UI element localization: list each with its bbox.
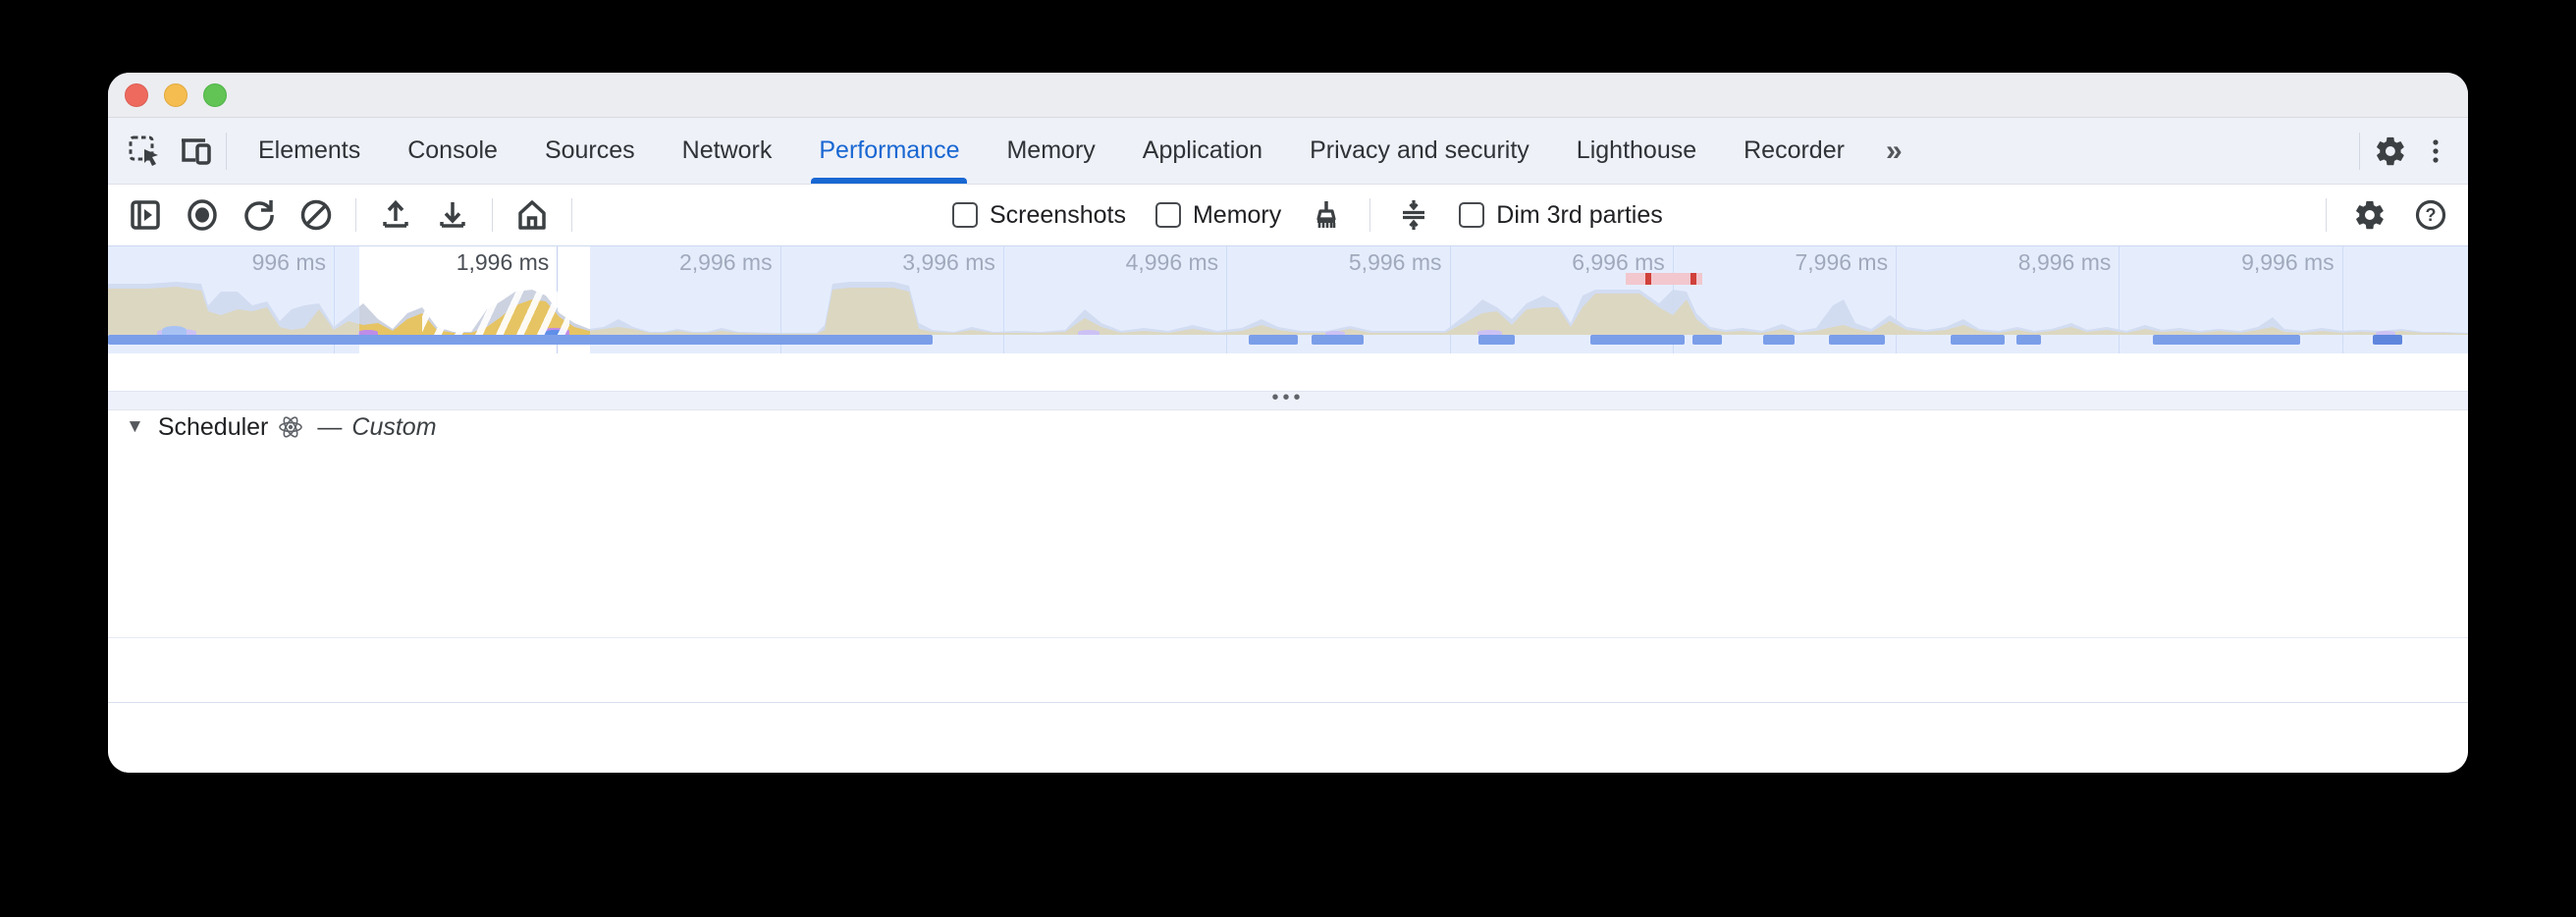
active-tab-underline [811, 178, 968, 184]
toolbar-middle-group: Screenshots Memory [944, 185, 1671, 245]
toggle-sidebar-icon[interactable] [122, 191, 169, 239]
collapse-arrow-icon[interactable]: ▼ [126, 416, 144, 437]
kebab-menu-icon[interactable] [2413, 128, 2458, 175]
network-activity-bar [2153, 335, 2300, 345]
record-icon[interactable] [179, 191, 226, 239]
cpu-rendering-bump [358, 330, 378, 335]
inspect-element-button[interactable] [122, 128, 167, 175]
help-icon[interactable]: ? [2407, 191, 2454, 239]
tab-label: Network [681, 136, 773, 164]
tab-label: Console [407, 136, 498, 164]
atom-icon [278, 414, 303, 440]
network-activity-bar [1763, 335, 1795, 345]
panel-resize-handle[interactable]: ••• [108, 387, 2468, 410]
dim-3rd-parties-checkbox[interactable] [1459, 202, 1485, 228]
memory-label: Memory [1192, 200, 1282, 229]
toolbar-separator [492, 198, 493, 232]
tab-application[interactable]: Application [1119, 118, 1286, 184]
tabbar-right-icons [2351, 118, 2458, 185]
network-activity-bar [1829, 335, 1885, 345]
close-window-button[interactable] [125, 83, 148, 107]
long-task-tick [1645, 273, 1651, 285]
tab-privacy-and-security[interactable]: Privacy and security [1286, 118, 1553, 184]
tabbar-right-separator [2359, 133, 2360, 170]
empty-footer-area [108, 704, 2468, 773]
toolbar-right-group: ? [2320, 185, 2454, 245]
collect-garbage-icon[interactable] [1303, 191, 1350, 239]
toolbar-separator [2326, 198, 2327, 232]
tab-label: Application [1142, 136, 1263, 164]
toolbar-separator [1369, 198, 1371, 232]
toolbar-left-group [122, 185, 578, 245]
screenshots-checkbox-group: Screenshots [952, 201, 1126, 230]
long-task-indicator [1626, 273, 1702, 285]
timeline-ruler [108, 353, 2468, 391]
record-and-reload-icon[interactable] [236, 191, 283, 239]
tab-label: Recorder [1744, 136, 1845, 164]
network-activity-bar-dark [2373, 335, 2402, 345]
zoom-window-button[interactable] [203, 83, 227, 107]
tabbar-left-icons [108, 128, 218, 175]
tabbar-separator [226, 132, 227, 170]
load-profile-icon[interactable] [372, 191, 419, 239]
tab-sources[interactable]: Sources [521, 118, 659, 184]
tab-memory[interactable]: Memory [983, 118, 1118, 184]
devtools-tabbar: Elements Console Sources Network Performance… [108, 118, 2468, 185]
track-group-dash: — [317, 412, 343, 441]
tab-label: Elements [258, 136, 361, 164]
tab-recorder[interactable]: Recorder [1720, 118, 1868, 184]
overview-tick-label: 1,996 ms [456, 249, 550, 275]
save-profile-icon[interactable] [429, 191, 476, 239]
memory-checkbox-group: Memory [1154, 200, 1282, 230]
more-tabs-chevron[interactable]: » [1885, 134, 1903, 167]
settings-gear-icon[interactable] [2368, 128, 2413, 175]
dim-3rd-parties-label: Dim 3rd parties [1496, 200, 1663, 229]
window-titlebar [108, 73, 2468, 118]
memory-checkbox[interactable] [1154, 202, 1181, 228]
tab-elements[interactable]: Elements [235, 118, 384, 184]
live-metrics-home-icon[interactable] [509, 191, 556, 239]
track-group-suffix: Custom [351, 412, 437, 441]
tab-label: Privacy and security [1310, 136, 1530, 164]
tab-console[interactable]: Console [384, 118, 521, 184]
tab-label: Sources [544, 136, 635, 164]
tab-label: Lighthouse [1576, 136, 1697, 164]
track-area-divider [108, 637, 2468, 638]
toolbar-separator [571, 198, 572, 232]
panel-tabs: Elements Console Sources Network Performance… [235, 118, 1868, 184]
network-activity-bar [1590, 335, 1685, 345]
track-group-title: Scheduler [157, 412, 269, 441]
tab-performance[interactable]: Performance [795, 118, 983, 184]
clear-icon[interactable] [293, 191, 340, 239]
drag-dots-icon: ••• [1271, 387, 1305, 408]
tab-label: Memory [1006, 136, 1096, 164]
devtools-window: Elements Console Sources Network Performance… [108, 73, 2468, 773]
network-activity-bar [108, 335, 933, 345]
performance-toolbar: Screenshots Memory [108, 185, 2468, 245]
tab-label: Performance [819, 136, 960, 164]
flame-chart-area[interactable]: ▼ Scheduler — Custom [108, 410, 2468, 703]
svg-text:?: ? [2426, 205, 2437, 225]
device-toolbar-button[interactable] [173, 128, 218, 175]
network-activity-bar [2016, 335, 2041, 345]
network-activity-bar [1478, 335, 1515, 345]
minimize-window-button[interactable] [164, 83, 188, 107]
network-activity-bar [1951, 335, 2005, 345]
network-activity-bar [1312, 335, 1364, 345]
network-activity-bar [1692, 335, 1722, 345]
collapse-rows-icon[interactable] [1390, 191, 1437, 239]
tab-lighthouse[interactable]: Lighthouse [1553, 118, 1720, 184]
long-task-hatch-pattern [422, 272, 569, 335]
screenshots-checkbox[interactable] [952, 202, 978, 228]
long-task-tick [1690, 273, 1696, 285]
track-group-scheduler[interactable]: ▼ Scheduler — Custom [108, 410, 2468, 444]
capture-settings-gear-icon[interactable] [2346, 191, 2393, 239]
screenshots-label: Screenshots [990, 200, 1126, 229]
toolbar-separator [355, 198, 356, 232]
timeline-overview[interactable]: 996 ms1,996 ms2,996 ms3,996 ms4,996 ms5,… [108, 245, 2468, 353]
tab-network[interactable]: Network [659, 118, 796, 184]
dim-3rd-parties-checkbox-group: Dim 3rd parties [1459, 201, 1663, 230]
network-activity-bar [1249, 335, 1298, 345]
